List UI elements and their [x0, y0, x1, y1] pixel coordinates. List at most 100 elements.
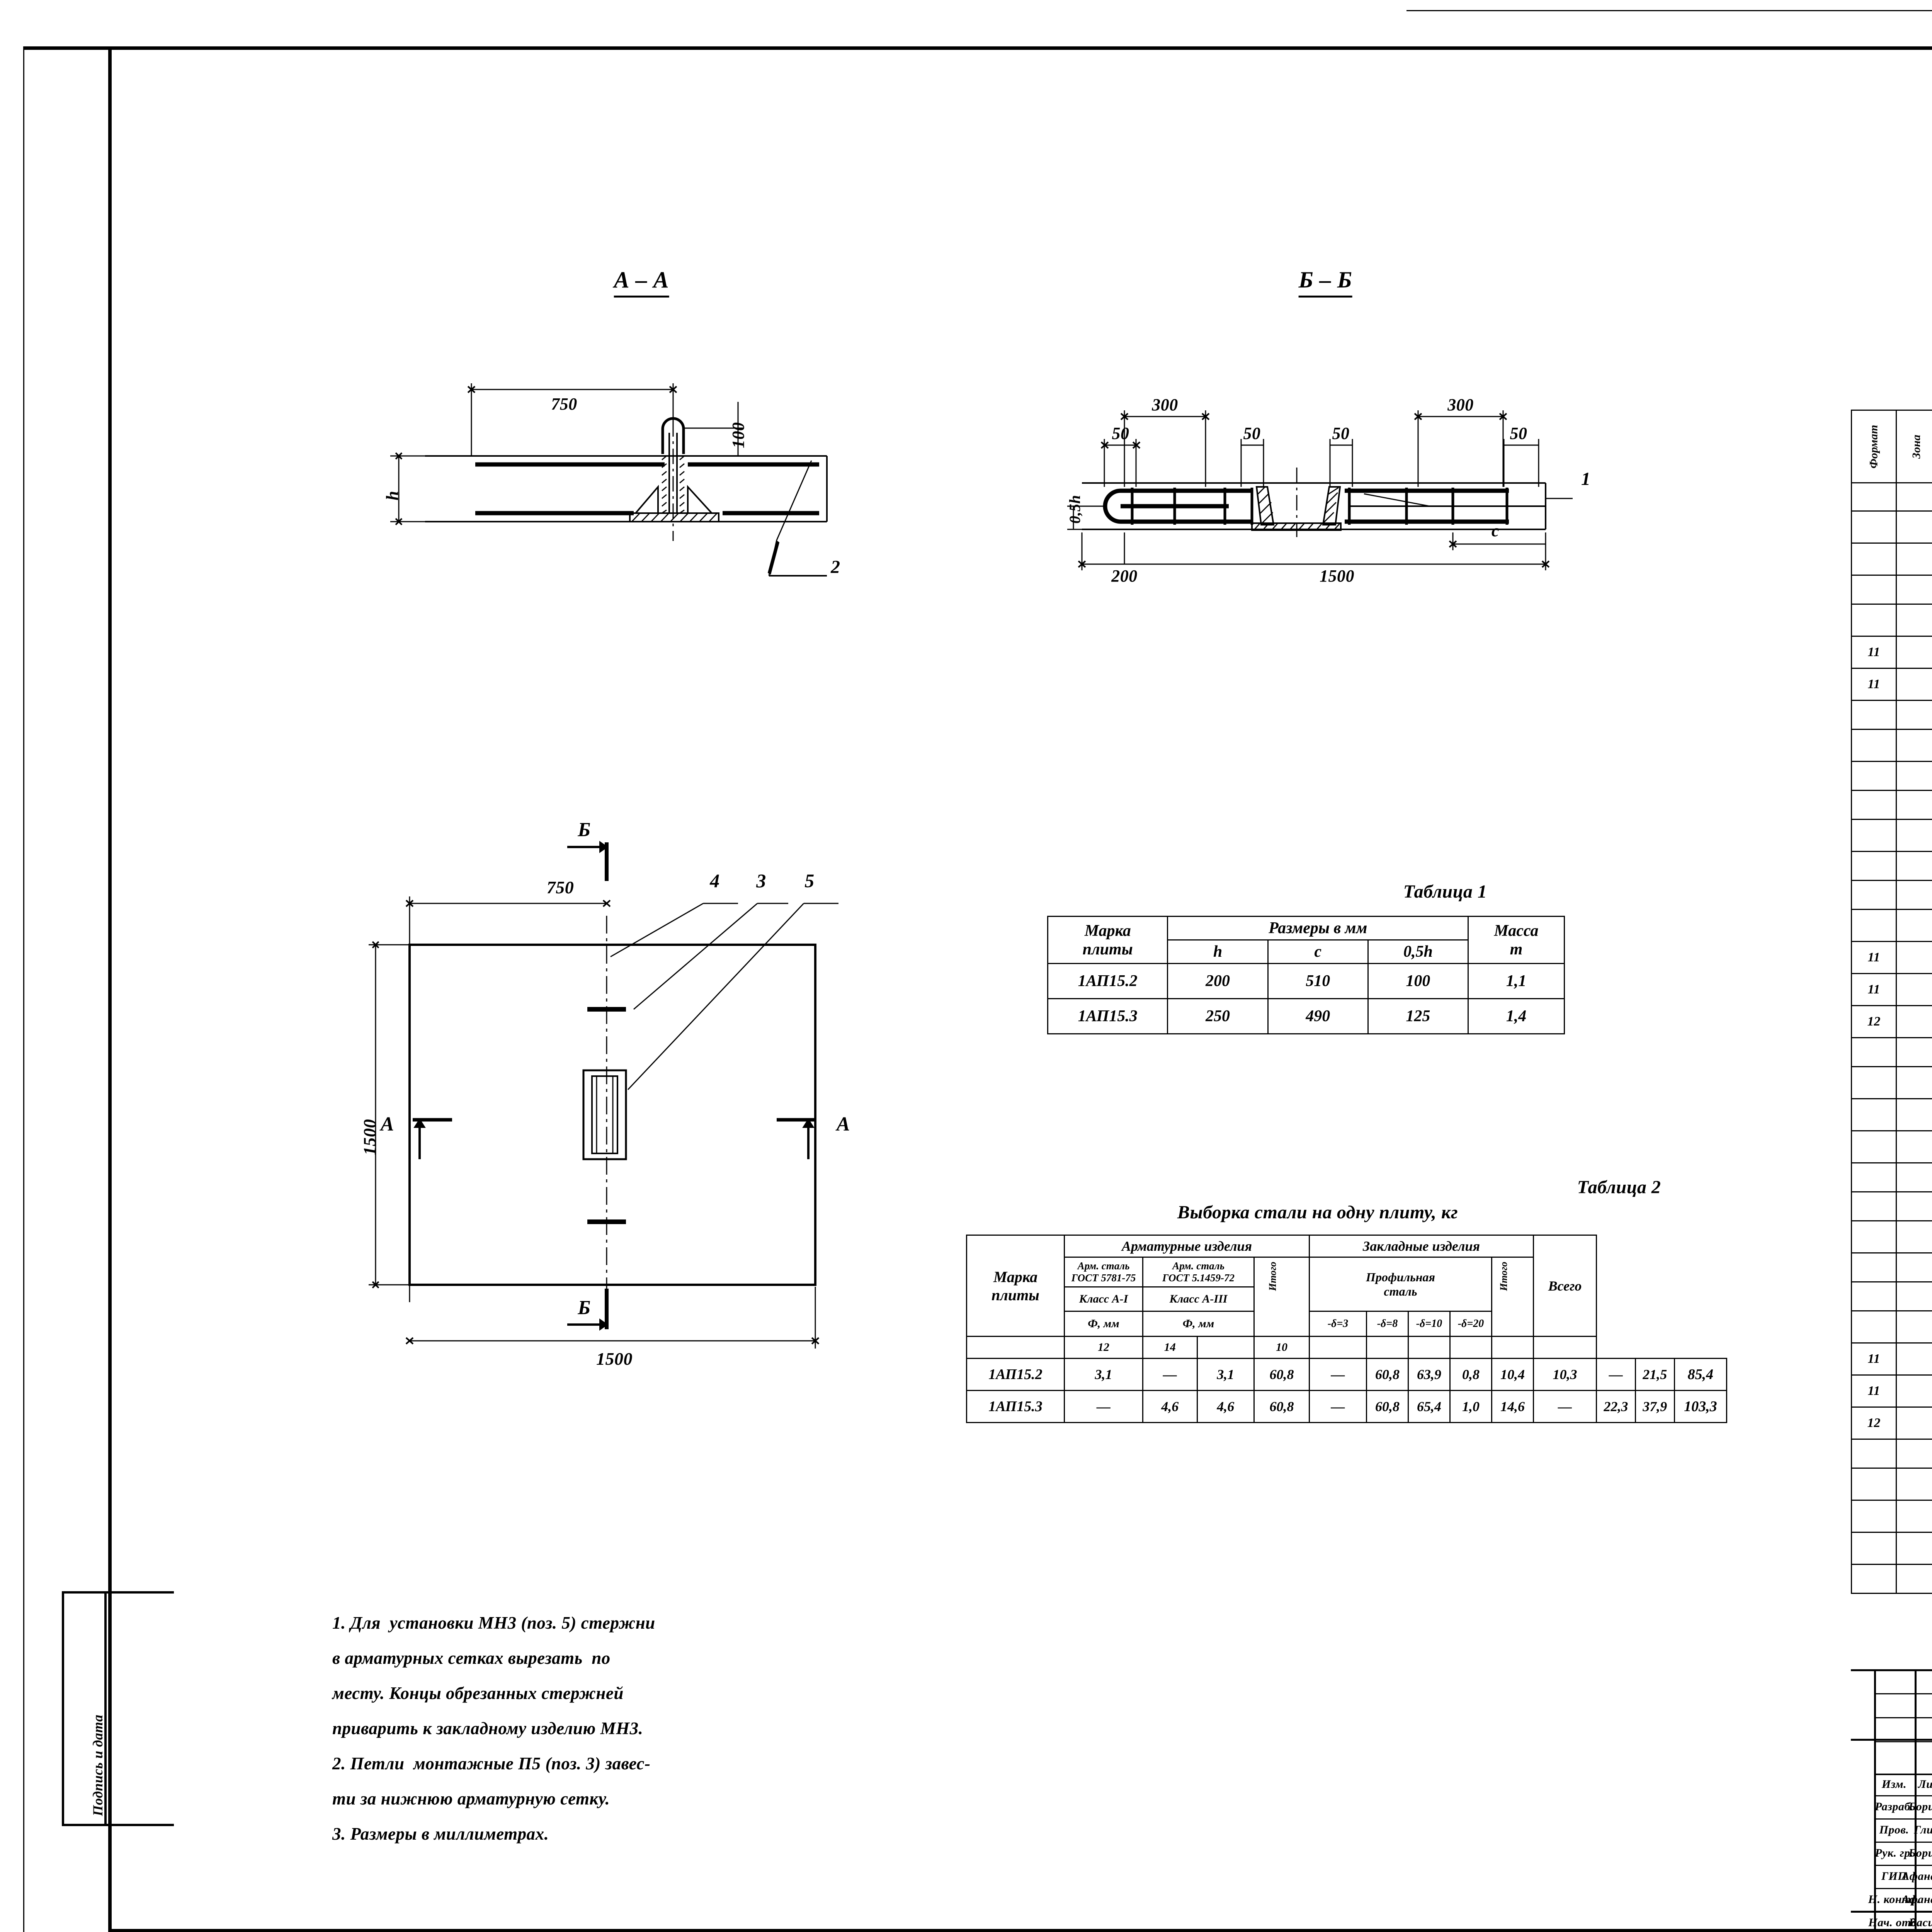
- spec-table: ФорматЗонаПоз.ОбозначениеНаименованиеКол…: [1851, 410, 1932, 1594]
- table2-th-itogo-reinf: Итого: [1253, 1257, 1310, 1337]
- spec-r10-zone: [1895, 790, 1932, 820]
- t2-r1-p8: 14,6: [1491, 1390, 1534, 1423]
- table2-th-a1-src: Арм. сталь ГОСТ 5781-75: [1064, 1257, 1143, 1287]
- spec-r4-format: [1851, 604, 1897, 637]
- tb-person-3: Афанасьева: [1901, 1870, 1932, 1883]
- spec-row: [1851, 880, 1932, 910]
- tb-person-4: Афанасьева: [1901, 1893, 1932, 1906]
- table2-sub2-row: Класс А-I Класс А-III: [967, 1286, 1727, 1312]
- dim-bb-half-h: 0,5h: [1066, 495, 1083, 524]
- t2-r0-p10: 10,3: [1533, 1358, 1597, 1391]
- t2-r1-p10: —: [1533, 1390, 1597, 1423]
- spec-r22-format: [1851, 1162, 1897, 1192]
- table2-th-class-a3: Класс А-III: [1142, 1286, 1255, 1312]
- spec-row: 1143. 505. 1 - 15. 3 00720Петля монтажна…: [1851, 1374, 1932, 1408]
- table2-th-itogo-embed: Итого: [1491, 1257, 1534, 1337]
- spec-r3-format: [1851, 575, 1897, 605]
- table2-th-d14: 14: [1142, 1336, 1198, 1359]
- section-aa-drawing: [390, 383, 828, 577]
- table2-th-profile: Профильная сталь: [1309, 1257, 1492, 1312]
- spec-th-format: Формат: [1851, 410, 1897, 483]
- tb-hline-row-2: [1874, 1842, 1932, 1843]
- spec-r30-format: 12: [1851, 1406, 1897, 1440]
- spec-row: [1851, 1252, 1932, 1282]
- spec-row: [1851, 851, 1932, 881]
- plan-dim-750: 750: [546, 878, 574, 897]
- spec-row: [1851, 1281, 1932, 1311]
- note-line: в арматурных сетках вырезать по: [332, 1648, 611, 1668]
- table2-th-spacer1: [1196, 1336, 1255, 1359]
- tb-col-header-1: Лист: [1918, 1778, 1932, 1791]
- spec-r12-format: [1851, 851, 1897, 881]
- tb-hline-blank-3: [1874, 1741, 1932, 1742]
- table2-th-spacer2: [1309, 1336, 1367, 1359]
- spec-th-zone-label: Зона: [1910, 434, 1923, 459]
- table2-th-phi-a3: Ф, мм: [1142, 1311, 1255, 1337]
- table-row: 1АП15.2 3,1 — 3,1 60,8 — 60,8 63,9 0,8 1…: [966, 1358, 1728, 1391]
- spec-row: [1851, 575, 1932, 605]
- dim-bb-200: 200: [1111, 566, 1138, 585]
- spec-r17-format: 12: [1851, 1005, 1897, 1038]
- table1-r1-mark: 1АП15.3: [1047, 998, 1168, 1034]
- table1-th-halfh: 0,5h: [1367, 939, 1469, 964]
- spec-r33-format: [1851, 1500, 1897, 1533]
- spec-r28-format-text: 11: [1867, 1352, 1880, 1366]
- tb-role-0: Разраб.: [1875, 1800, 1913, 1813]
- table2-group-row: Марка плиты Арматурные изделия Закладные…: [966, 1235, 1727, 1337]
- callout-aa-2: 2: [831, 557, 840, 577]
- tb-hline-labels: [1874, 1774, 1932, 1775]
- spec-r11-format: [1851, 819, 1897, 852]
- table2-th-spacer7: [1533, 1336, 1597, 1359]
- spec-r2-zone: [1895, 543, 1932, 576]
- spec-r18-format: [1851, 1037, 1897, 1067]
- dim-bb-50-c: 50: [1332, 424, 1350, 443]
- spec-r14-format: [1851, 909, 1897, 942]
- tb-line-under-doccode: [1851, 1739, 1932, 1741]
- spec-row: [1851, 700, 1932, 730]
- spec-r23-format: [1851, 1191, 1897, 1221]
- table1-th-mass: Масса m: [1468, 916, 1565, 964]
- table1-r1-m: 1,4: [1468, 998, 1565, 1034]
- spec-r8-zone: [1895, 729, 1932, 762]
- t2-r0-p8: 10,4: [1491, 1358, 1534, 1391]
- dim-aa-100: 100: [729, 422, 748, 449]
- dim-bb-50-d: 50: [1510, 424, 1527, 443]
- spec-r16-zone: [1895, 973, 1932, 1006]
- spec-r9-format: [1851, 761, 1897, 791]
- dim-bb-300-right: 300: [1447, 395, 1474, 414]
- table1-r0-m: 1,1: [1468, 963, 1565, 999]
- dim-aa-750: 750: [551, 395, 577, 413]
- spec-r3-zone: [1895, 575, 1932, 605]
- table2-th-p8: -δ=8: [1366, 1311, 1409, 1337]
- section-bb-drawing: [1067, 410, 1573, 570]
- table2-th-class-a1: Класс А-I: [1064, 1286, 1143, 1312]
- spec-row: 1123. 505. 1 - 15. 3 00580Сетка арматурн…: [1851, 668, 1932, 701]
- spec-r17-zone: [1895, 1005, 1932, 1038]
- spec-r20-zone: [1895, 1098, 1932, 1131]
- tb-person-0: Борисова: [1908, 1800, 1932, 1813]
- t2-r1-it2: 60,8: [1366, 1390, 1409, 1423]
- border-bottom: [108, 1929, 1932, 1932]
- spec-r0-zone: [1895, 482, 1932, 512]
- t2-r1-p3: 1,0: [1449, 1390, 1492, 1423]
- table2-th-p20: -δ=20: [1449, 1311, 1492, 1337]
- plan-mark-a-left: А: [381, 1113, 395, 1135]
- table2: Марка плиты Арматурные изделия Закладные…: [966, 1235, 1728, 1423]
- table2-th-phi-a1: Ф, мм: [1064, 1311, 1143, 1337]
- spec-row: [1851, 482, 1932, 512]
- table1-r0-halfh: 100: [1367, 963, 1469, 999]
- t2-r1-d10: 60,8: [1253, 1390, 1310, 1423]
- t2-r0-it3: 63,9: [1408, 1358, 1451, 1391]
- note-line: 3. Размеры в миллиметрах.: [332, 1824, 549, 1844]
- spec-r35-format: [1851, 1564, 1897, 1594]
- table2-th-mark-l2: плиты: [992, 1286, 1039, 1304]
- table1-th-mark-l2: плиты: [1082, 940, 1133, 958]
- signature-date-label: Подпись и дата: [90, 1714, 105, 1816]
- spec-r1-format: [1851, 510, 1897, 544]
- table2-th-a3-src: Арм. сталь ГОСТ 5.1459-72: [1142, 1257, 1255, 1287]
- table-row: 1АП15.2 200 510 100 1,1: [1047, 963, 1565, 999]
- section-bb-title: Б – Б: [1298, 267, 1352, 298]
- tb-hline-bottom-left: [1851, 1911, 1932, 1913]
- table1: Марка плиты Размеры в мм Масса m h c 0,5…: [1047, 916, 1565, 1034]
- plan-view-drawing: [369, 841, 838, 1349]
